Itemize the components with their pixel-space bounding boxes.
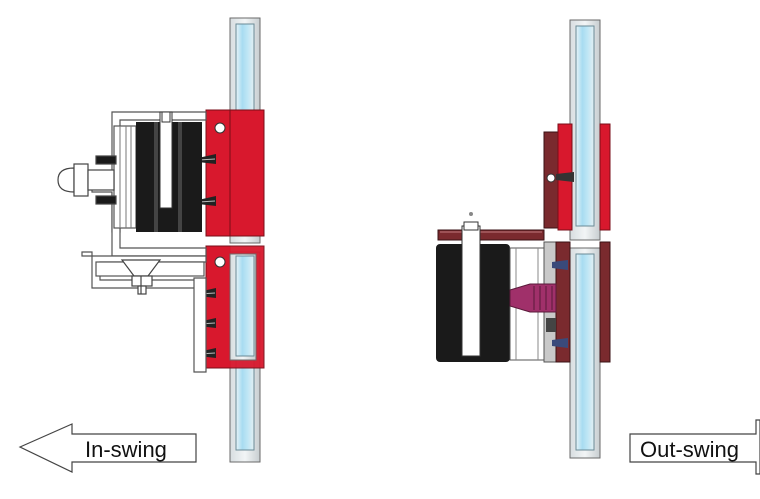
upper-glass-panel-right <box>569 19 601 241</box>
lower-glass-panel-right <box>569 247 601 459</box>
in-swing-label: In-swing <box>85 437 167 462</box>
out-swing-label: Out-swing <box>640 437 739 462</box>
in-swing-arrow: In-swing <box>18 423 197 473</box>
out-swing-screw <box>509 283 557 313</box>
in-swing-bearing <box>113 111 202 232</box>
lower-red-clamp <box>198 245 265 369</box>
in-swing-bracket <box>81 111 207 373</box>
out-swing-arrow: Out-swing <box>629 419 760 475</box>
upper-red-clamp <box>198 109 265 237</box>
out-swing-upper-clamp <box>543 123 611 231</box>
in-swing-side-bolt <box>57 155 117 205</box>
out-swing-assembly: Out-swing <box>436 19 760 475</box>
in-swing-pivot-bolt <box>120 259 162 295</box>
in-swing-assembly: In-swing <box>18 17 265 473</box>
out-swing-arm <box>437 229 545 241</box>
